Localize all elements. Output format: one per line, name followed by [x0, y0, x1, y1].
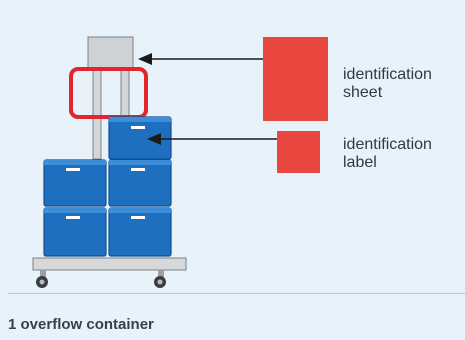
mast-post-left	[92, 68, 102, 160]
highlight-frame	[69, 67, 148, 119]
wheel-icon	[154, 276, 166, 288]
box-label-slot	[66, 216, 80, 219]
label-line: label	[343, 154, 377, 171]
caption-divider	[8, 293, 465, 294]
identification-sheet-label: identification sheet	[343, 66, 432, 102]
label-line: identification	[343, 136, 432, 153]
arrow-to-mast	[138, 53, 263, 65]
trolley-leg-right	[158, 270, 164, 278]
trolley-base	[32, 257, 187, 271]
label-line: sheet	[343, 84, 383, 101]
mast-top	[87, 36, 134, 70]
identification-label-label: identification label	[343, 136, 432, 172]
box-rim	[109, 160, 171, 165]
label-line: identification	[343, 66, 432, 83]
caption: 1 overflow container	[8, 316, 154, 333]
box-rim	[44, 160, 106, 165]
identification-label-tag	[277, 131, 320, 173]
box-rim	[109, 117, 171, 122]
box-rim	[109, 208, 171, 213]
box-rim	[44, 208, 106, 213]
box-bottom-left	[43, 207, 107, 257]
box-label-slot	[131, 126, 145, 129]
trolley-leg-left	[40, 270, 46, 278]
wheel-icon	[36, 276, 48, 288]
identification-sheet	[263, 37, 328, 121]
arrow-to-box	[147, 133, 277, 145]
box-top	[108, 116, 172, 160]
box-label-slot	[131, 168, 145, 171]
box-middle-right	[108, 159, 172, 207]
trolley-diagram	[32, 36, 328, 288]
box-bottom-right	[108, 207, 172, 257]
mast-post-right	[120, 68, 130, 120]
box-label-slot	[66, 168, 80, 171]
box-middle-left	[43, 159, 107, 207]
box-label-slot	[131, 216, 145, 219]
